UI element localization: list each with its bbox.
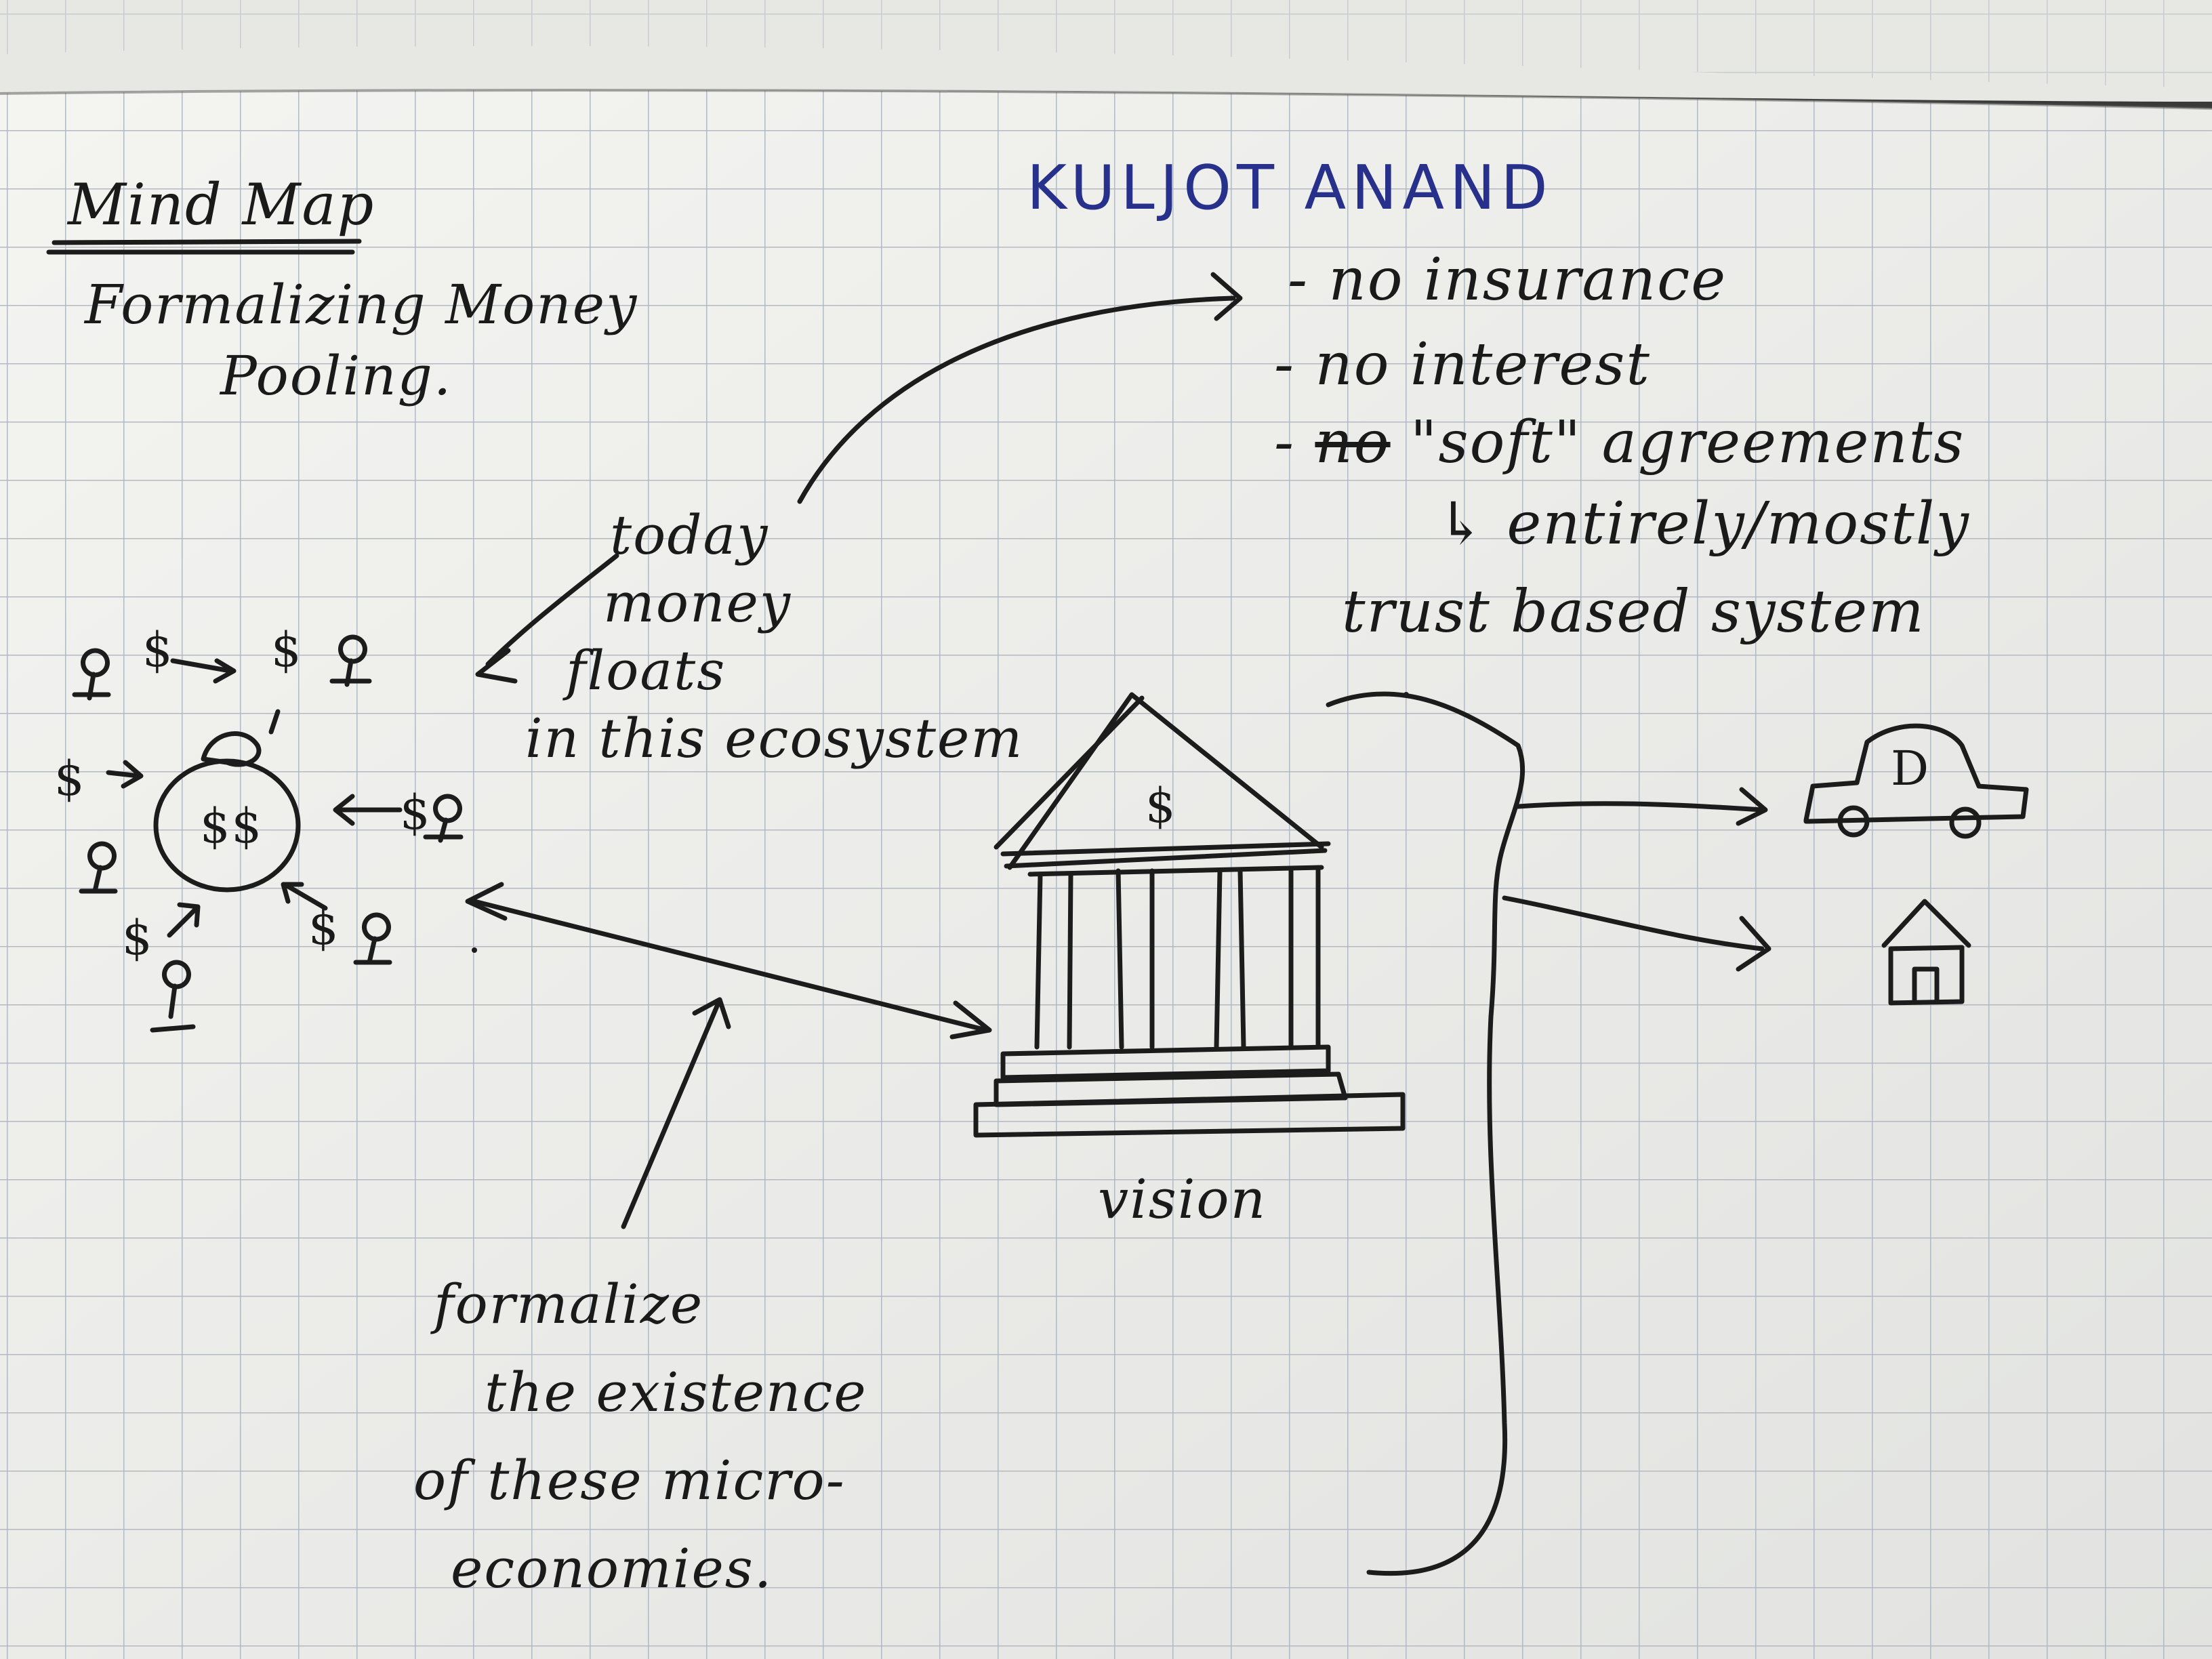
dollar-1: $ xyxy=(142,622,174,678)
dollar-3: $ xyxy=(54,751,86,806)
entirely-mostly-text: entirely/mostly xyxy=(1507,490,1970,558)
dollar-2: $ xyxy=(271,622,303,678)
arrow-from-formalize xyxy=(621,1000,721,1229)
formalize-line-4: economies. xyxy=(451,1537,773,1600)
struck-word: no xyxy=(1315,409,1391,476)
ink-dot-2 xyxy=(472,947,477,953)
bank-building-icon xyxy=(973,692,1406,1138)
vision-caption: vision xyxy=(1098,1168,1267,1231)
issue-no-interest: - no interest xyxy=(1274,331,1651,398)
today-line-1: today xyxy=(610,504,769,567)
ink-dot xyxy=(1404,692,1409,697)
pool-inflow-arrows xyxy=(106,658,403,938)
author-name: KULJOT ANAND xyxy=(1027,152,1553,224)
sub-point-line-1: ↳ entirely/mostly xyxy=(1437,491,1970,556)
dollar-4: $ xyxy=(400,785,432,840)
person-icons xyxy=(72,634,464,1033)
arrow-to-car xyxy=(1515,801,1765,813)
car-letter: D xyxy=(1891,741,1931,796)
arrow-to-issues xyxy=(797,295,1236,504)
issue-soft-agreements: - no "soft" agreements xyxy=(1274,410,1965,475)
formalize-line-3: of these micro- xyxy=(413,1449,846,1512)
title-underline xyxy=(46,239,362,255)
formalize-line-2: the existence xyxy=(485,1361,867,1424)
pool-bank-arrow xyxy=(472,899,989,1033)
subtitle-line-2: Pooling. xyxy=(220,344,453,407)
dash: - xyxy=(1274,409,1296,476)
formalize-line-1: formalize xyxy=(434,1273,704,1336)
issue-no-insurance: - no insurance xyxy=(1288,246,1727,314)
arrow-to-pool xyxy=(485,553,619,667)
soft-agreements-text: "soft" agreements xyxy=(1410,409,1965,476)
hook-arrow-icon: ↳ xyxy=(1437,490,1488,558)
vision-brace xyxy=(1326,691,1525,1576)
house-icon xyxy=(1881,899,1971,1006)
today-line-4: in this ecosystem xyxy=(525,707,1024,770)
mind-map-title: Mind Map xyxy=(68,171,375,238)
arrow-to-house xyxy=(1502,895,1765,951)
dollar-5: $ xyxy=(122,910,154,966)
today-line-3: floats xyxy=(566,639,726,702)
today-line-2: money xyxy=(603,571,792,634)
dollar-6: $ xyxy=(308,900,340,956)
subtitle-line-1: Formalizing Money xyxy=(85,273,638,336)
arrow-to-pool-head xyxy=(475,648,518,684)
money-bag-label: $$ xyxy=(200,798,264,854)
sub-point-line-2: trust based system xyxy=(1342,578,1925,646)
arrow-to-issues-head xyxy=(1210,272,1243,321)
car-icon xyxy=(1803,723,2029,839)
bank-roof-dollar: $ xyxy=(1145,778,1177,834)
